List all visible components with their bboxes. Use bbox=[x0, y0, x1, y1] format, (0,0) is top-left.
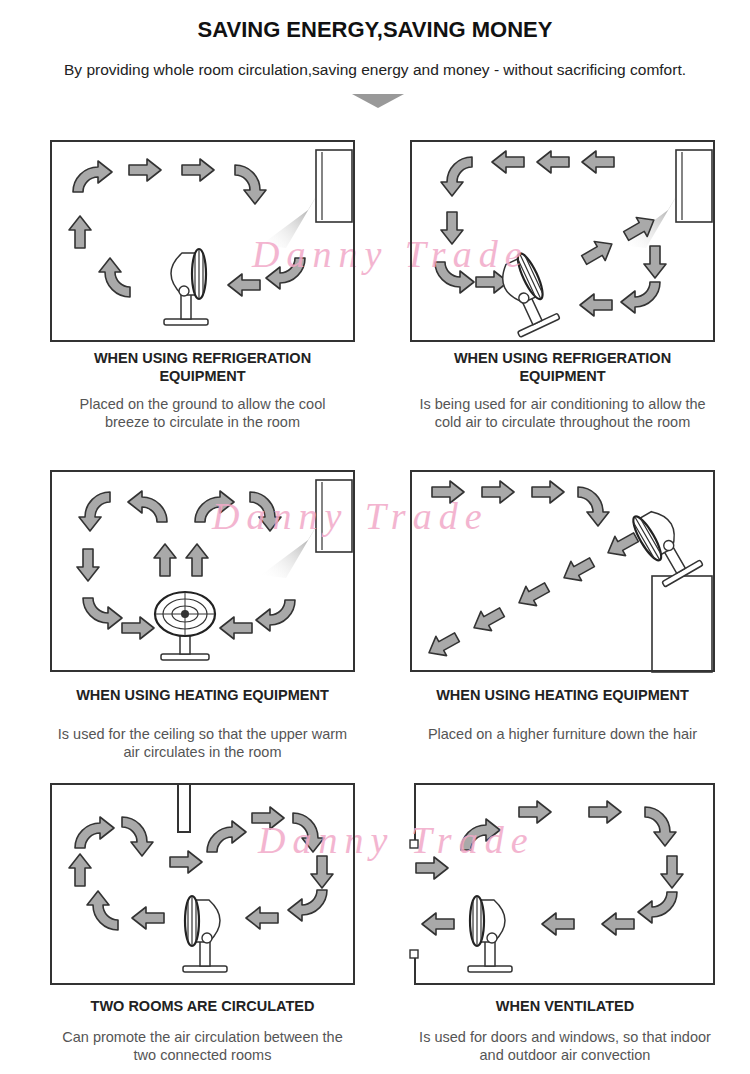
page-title: SAVING ENERGY,SAVING MONEY bbox=[0, 16, 750, 44]
panel-box: WHEN USING HEATING EQUIPMENT Is used for … bbox=[50, 470, 355, 761]
panel-heading: WHEN USING HEATING EQUIPMENT bbox=[410, 686, 715, 704]
panel-heading: WHEN VENTILATED bbox=[415, 997, 715, 1015]
panel-description: Is used for doors and windows, so that i… bbox=[415, 1028, 715, 1064]
panel-frame bbox=[410, 140, 715, 342]
panel-box: WHEN USING REFRIGERATION EQUIPMENT Is bei… bbox=[410, 140, 715, 431]
watermark: Danny Trade bbox=[252, 232, 529, 276]
panel-box: WHEN USING HEATING EQUIPMENT Placed on a … bbox=[410, 470, 715, 743]
panel-description: Is used for the ceiling so that the uppe… bbox=[58, 725, 348, 761]
panel-frame bbox=[410, 470, 715, 672]
panel-frame bbox=[50, 470, 355, 672]
panel-box: WHEN USING REFRIGERATION EQUIPMENT Placed… bbox=[50, 140, 355, 431]
subtitle: By providing whole room circulation,savi… bbox=[0, 60, 750, 80]
panel-heading: WHEN USING REFRIGERATION EQUIPMENT bbox=[450, 349, 675, 385]
panel-description: Placed on the ground to allow the cool b… bbox=[58, 395, 348, 431]
chevron bbox=[352, 94, 404, 108]
panel-description: Can promote the air circulation between … bbox=[53, 1028, 353, 1064]
watermark: Danny Trade bbox=[212, 494, 489, 538]
panel-frame bbox=[415, 783, 715, 985]
panel-heading: WHEN USING REFRIGERATION EQUIPMENT bbox=[90, 349, 315, 385]
panel-frame bbox=[50, 783, 355, 985]
watermark: Danny Trade bbox=[258, 818, 535, 862]
panel-description: Is being used for air conditioning to al… bbox=[413, 395, 713, 431]
panel-box: WHEN VENTILATED Is used for doors and win… bbox=[415, 783, 715, 1064]
panel-description: Placed on a higher furniture down the ha… bbox=[423, 725, 703, 743]
panel-heading: WHEN USING HEATING EQUIPMENT bbox=[50, 686, 355, 704]
panel-box: TWO ROOMS ARE CIRCULATED Can promote the … bbox=[50, 783, 355, 1064]
panel-frame bbox=[50, 140, 355, 342]
panel-heading: TWO ROOMS ARE CIRCULATED bbox=[50, 997, 355, 1015]
